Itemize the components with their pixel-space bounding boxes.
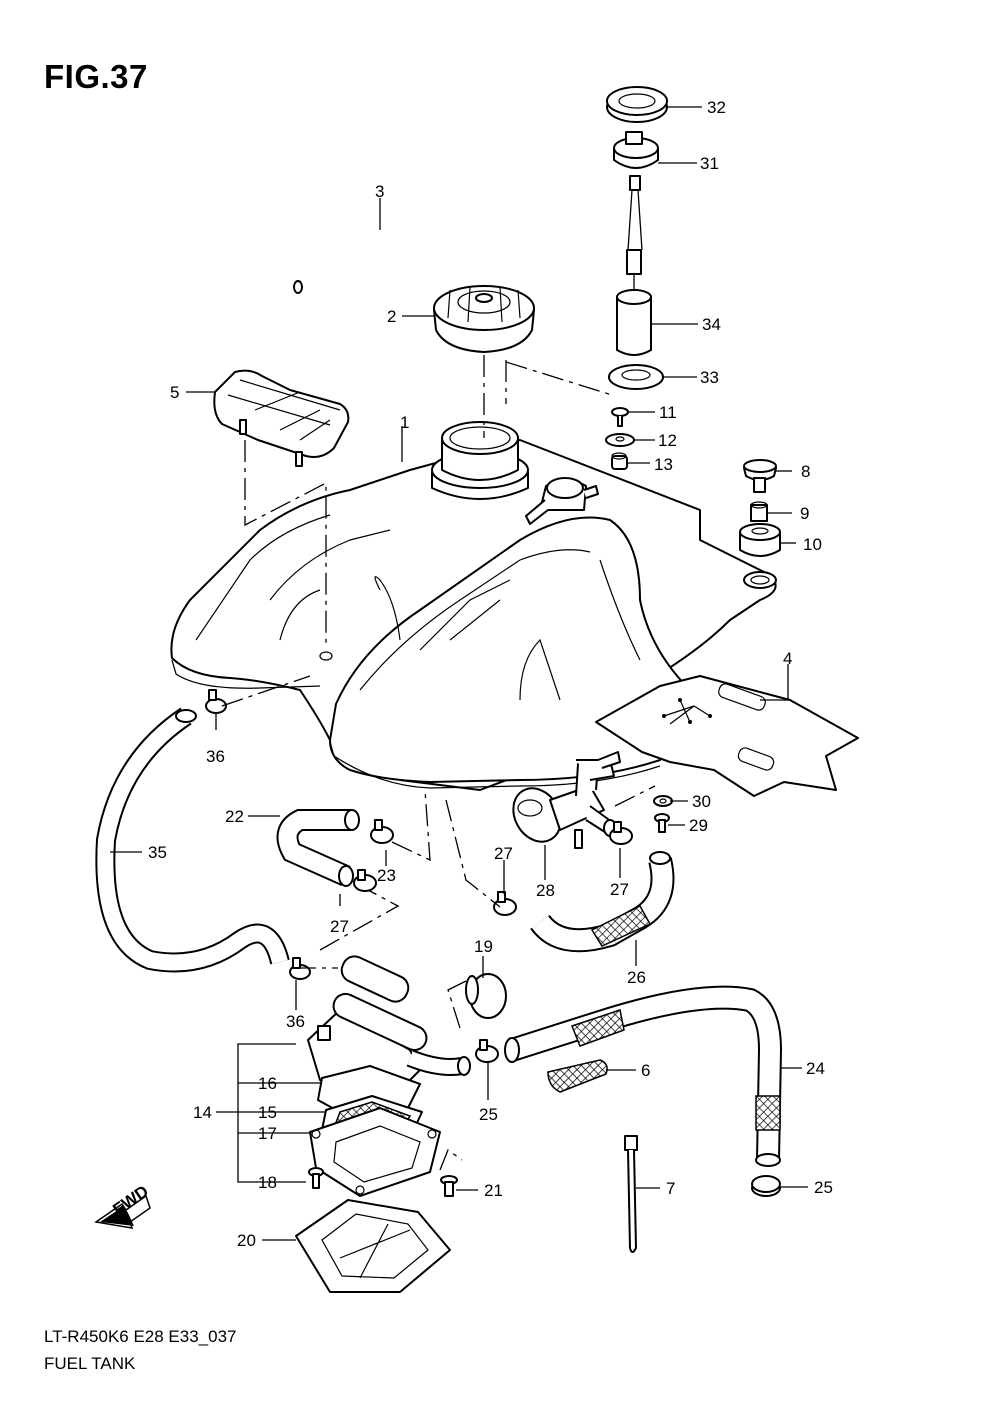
callout-14: 14 — [193, 1103, 212, 1122]
bolt-21 — [440, 1175, 458, 1197]
callout-25a: 25 — [479, 1105, 498, 1124]
callout-24: 24 — [806, 1059, 825, 1078]
figure-name: FUEL TANK — [44, 1354, 136, 1373]
cap-19 — [465, 973, 507, 1019]
assembly-lines — [221, 355, 656, 1171]
leader-lines — [110, 106, 808, 1241]
figure-title: FIG.37 — [44, 58, 148, 95]
clamp-36-upper — [205, 689, 227, 714]
fuel-cock — [512, 751, 621, 849]
heat-shield — [595, 675, 859, 797]
callout-5: 5 — [170, 383, 179, 402]
cable-tie — [624, 1135, 638, 1253]
fuel-level-gauge — [613, 131, 659, 292]
callout-34: 34 — [702, 315, 721, 334]
clamp-27-left — [353, 869, 377, 892]
callout-1: 1 — [400, 413, 409, 432]
callout-27b: 27 — [610, 880, 629, 899]
bushing-13 — [611, 452, 628, 470]
model-code: LT-R450K6 E28 E33_037 — [44, 1327, 237, 1346]
washer-12 — [605, 433, 635, 447]
callout-19: 19 — [474, 937, 493, 956]
bolt-8 — [743, 459, 777, 493]
hose-22 — [276, 809, 360, 887]
callout-20: 20 — [237, 1231, 256, 1250]
callout-27c: 27 — [330, 917, 349, 936]
callout-36b: 36 — [286, 1012, 305, 1031]
callout-21: 21 — [484, 1181, 503, 1200]
callout-22: 22 — [225, 807, 244, 826]
gauge-gasket — [608, 364, 664, 390]
callout-15: 15 — [258, 1103, 277, 1122]
clamp-27-center — [493, 891, 517, 916]
pump-bracket — [295, 1199, 451, 1293]
fuel-cap — [433, 285, 535, 353]
tank-pad — [213, 369, 350, 467]
callout-28: 28 — [536, 881, 555, 900]
clamp-27-right — [609, 821, 633, 845]
callout-11: 11 — [659, 403, 677, 422]
callout-13: 13 — [654, 455, 673, 474]
fuel-tank — [170, 421, 777, 791]
callout-23: 23 — [377, 866, 396, 885]
clamp-25-center — [475, 1039, 499, 1063]
callout-35: 35 — [148, 843, 167, 862]
gauge-cover — [606, 86, 668, 123]
cushion-10 — [739, 523, 781, 557]
clamp-23 — [370, 819, 394, 844]
clamp-25-right — [751, 1175, 781, 1197]
callout-6: 6 — [641, 1061, 650, 1080]
callout-29: 29 — [689, 816, 708, 835]
callout-7: 7 — [666, 1179, 675, 1198]
fuel-filter-sender — [616, 289, 652, 356]
hose-35 — [95, 707, 290, 973]
callout-30: 30 — [692, 792, 711, 811]
callout-3: 3 — [375, 182, 384, 201]
callout-18: 18 — [258, 1173, 277, 1192]
hose-protector — [547, 1059, 608, 1093]
callout-33: 33 — [700, 368, 719, 387]
callout-27a: 27 — [494, 844, 513, 863]
callout-36a: 36 — [206, 747, 225, 766]
hose-24 — [504, 985, 783, 1167]
callout-26: 26 — [627, 968, 646, 987]
fwd-arrow-icon: FWD — [94, 1182, 152, 1229]
collar-9 — [750, 501, 768, 522]
hose-26 — [530, 851, 675, 953]
callout-10: 10 — [803, 535, 822, 554]
callout-17: 17 — [258, 1124, 277, 1143]
callout-31: 31 — [700, 154, 719, 173]
breather-hose — [293, 198, 490, 294]
washer-30 — [653, 795, 673, 807]
callout-16: 16 — [258, 1074, 277, 1093]
callout-12: 12 — [658, 431, 677, 450]
callout-9: 9 — [800, 504, 809, 523]
callout-2: 2 — [387, 307, 396, 326]
screw-11 — [611, 407, 629, 427]
callout-4: 4 — [783, 649, 792, 668]
callout-numbers: 1 2 3 4 5 6 7 8 9 10 11 12 13 14 15 16 1… — [148, 98, 833, 1250]
callout-8: 8 — [801, 462, 810, 481]
callout-25b: 25 — [814, 1178, 833, 1197]
screw-18 — [308, 1167, 324, 1189]
screw-29 — [654, 813, 670, 833]
callout-32: 32 — [707, 98, 726, 117]
